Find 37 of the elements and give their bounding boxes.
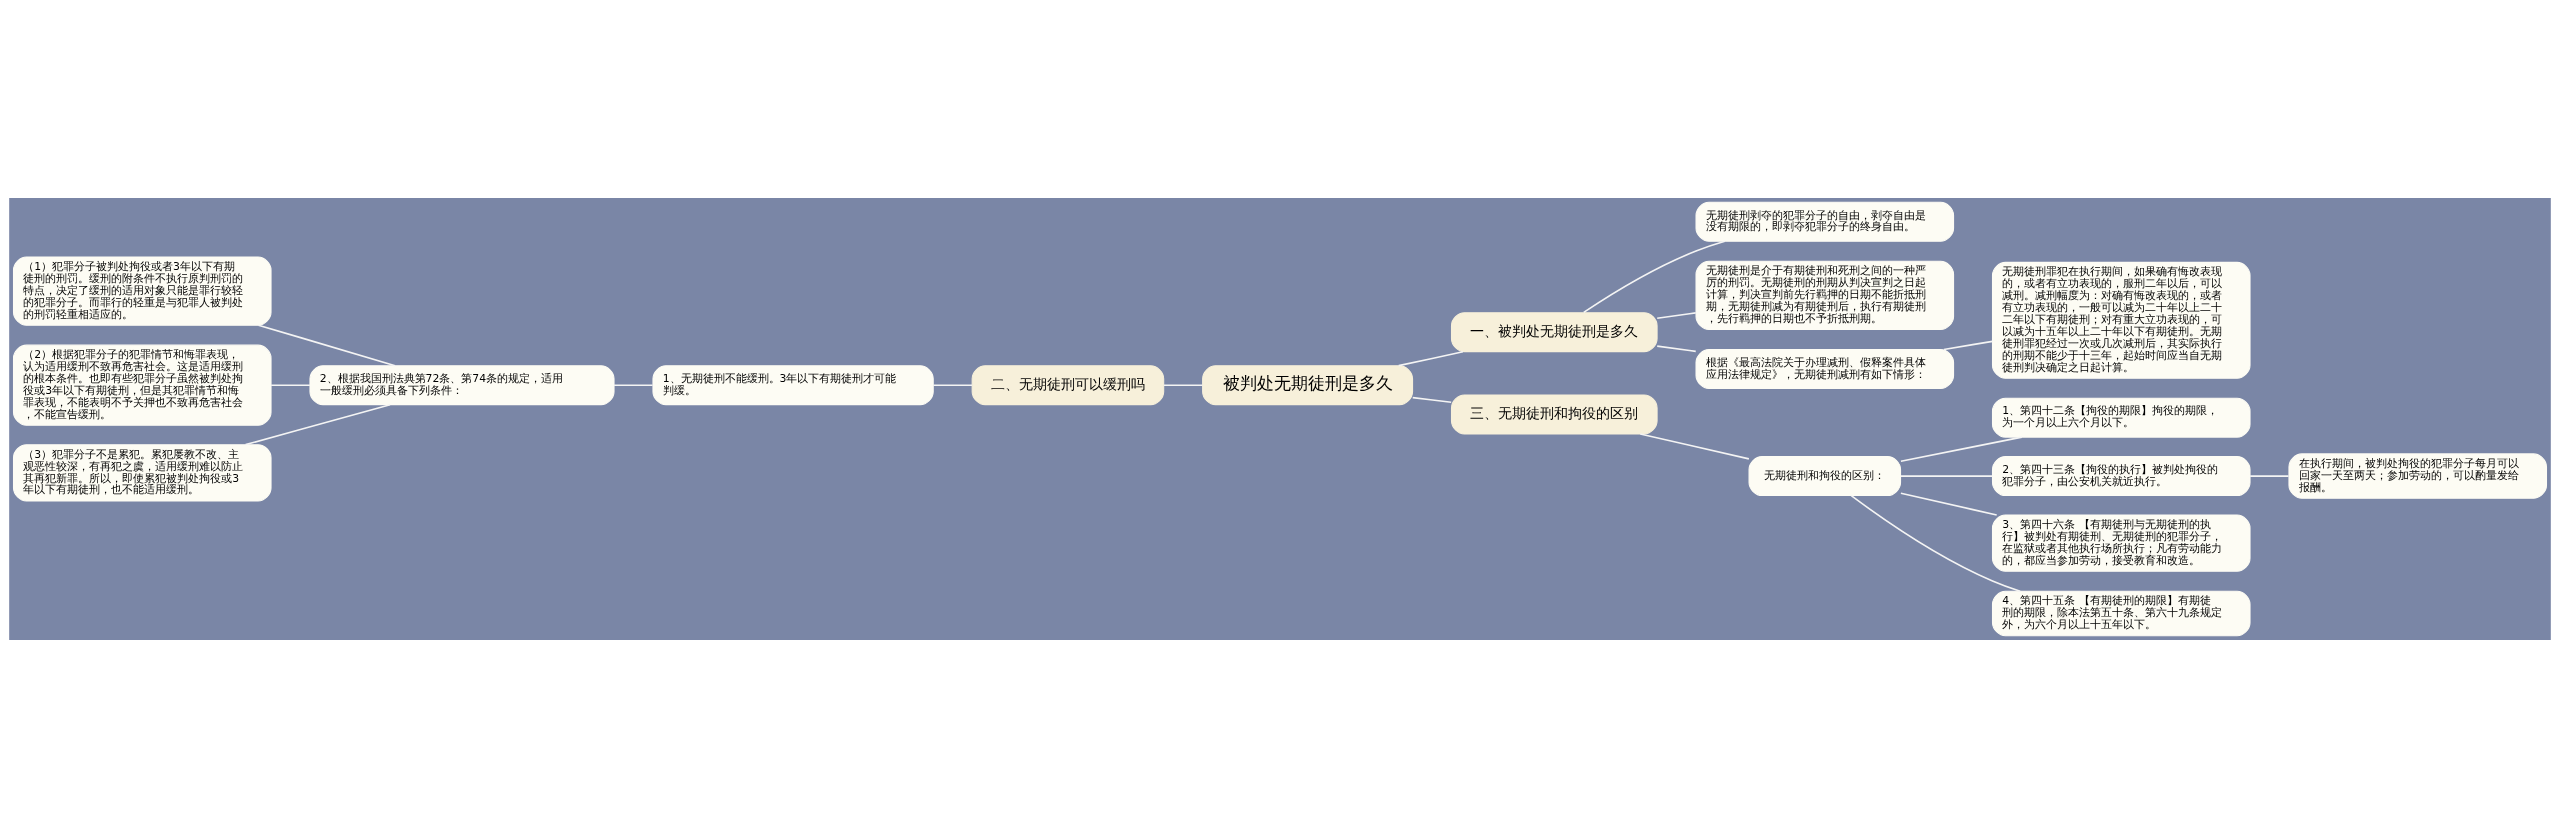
connector: [1900, 435, 2023, 462]
node-box: 无期徒刑和拘役的区别：: [1748, 455, 1902, 496]
node-box: 无期徒刑剥夺的犯罪分子的自由，剥夺自由是没有期限的，即剥夺犯罪分子的终身自由。: [1695, 201, 1955, 242]
node-box: 1、第四十二条【拘役的期限】拘役的期限，为一个月以上六个月以下。: [1991, 397, 2251, 438]
node-box: 被判处无期徒刑是多久: [1202, 364, 1414, 405]
connector: [257, 323, 396, 366]
connector: [244, 403, 391, 445]
connector: [270, 383, 311, 386]
node-box: 根据《最高法院关于办理减刑、假释案件具体应用法律规定》，无期徒刑减刑有如下情形：: [1695, 348, 1955, 389]
node-box: 2、第四十三条【拘役的执行】被判处拘役的犯罪分子，由公安机关就近执行。: [1991, 455, 2251, 496]
connector: [1850, 494, 2021, 592]
connector: [1411, 396, 1452, 403]
node-box: 3、第四十六条 【有期徒刑与无期徒刑的执行】被判处有期徒刑、无期徒刑的犯罪分子，在监狱或者其他执行场所执行；凡有劳动能力的，都应当参加劳动，接受教育和改造。: [1991, 514, 2251, 572]
connector: [1582, 240, 1726, 313]
connector: [1656, 344, 1697, 352]
connector: [1656, 311, 1697, 319]
connector: [1900, 491, 1998, 516]
connector: [1900, 474, 1994, 477]
connector: [1163, 383, 1204, 386]
node-box: 三、无期徒刑和拘役的区别: [1450, 393, 1658, 434]
node-box: （1）犯罪分子被判处拘役或者3年以下有期徒刑的刑罚。缓刑的附条件不执行原判刑罚的特点，决定了缓刑的适用对象只能是罪行较轻的犯罪分子。而罪行的轻重是与犯罪人被判处的刑罚轻重相适应的。: [12, 255, 272, 326]
node-box: 1、无期徒刑不能缓刑。3年以下有期徒刑才可能判缓。: [652, 364, 934, 405]
connector: [1943, 340, 1994, 350]
node-box: （3）犯罪分子不是累犯。累犯屡教不改、主观恶性较深，有再犯之虞，适用缓刑难以防止其再犯新罪。所以，即使累犯被判处拘役或3年以下有期徒刑，也不能适用缓刑。: [12, 443, 272, 501]
connector: [613, 383, 654, 386]
connector: [932, 383, 973, 386]
connector: [1639, 432, 1750, 460]
node-box: 在执行期间，被判处拘役的犯罪分子每月可以回家一天至两天；参加劳动的，可以酌量发给报酬。: [2288, 452, 2548, 499]
node-box: 2、根据我国刑法典第72条、第74条的规定，适用一般缓刑必须具备下列条件：: [309, 364, 615, 405]
node-box: 无期徒刑罪犯在执行期间，如果确有悔改表现的，或者有立功表现的，服刑二年以后，可以减刑。减刑幅度为：对确有悔改表现的，或者有立功表现的，一般可以减为二十年以上二十二年以下有期徒刑；对有重大立功表现的，可以减为十五年以上二十年以下有期徒刑。无期徒刑罪犯经过一次或几次减刑后，其实际执行的刑期不能少于十三年，起始时间应当自无期徒刑判决确定之日起计算。: [1991, 261, 2251, 379]
connector: [2249, 474, 2290, 477]
node-box: （2）根据犯罪分子的犯罪情节和悔罪表现，认为适用缓刑不致再危害社会。这是适用缓刑的根本条件。也即有些犯罪分子虽然被判处拘役或3年以下有期徒刑，但是其犯罪情节和悔罪表现，不能表明不予关押也不致再危害社会，不能宣告缓刑。: [12, 344, 272, 426]
node-box: 4、第四十五条 【有期徒刑的期限】有期徒刑的期限，除本法第五十条、第六十九条规定外，为六个月以上十五年以下。: [1991, 590, 2251, 636]
node-box: 二、无期徒刑可以缓刑吗: [971, 364, 1165, 405]
node-box: 无期徒刑是介于有期徒刑和死刑之间的一种严厉的刑罚。无期徒刑的刑期从判决宣判之日起计算，判决宣判前先行羁押的日期不能折抵刑期，无期徒刑减为有期徒刑后，执行有期徒刑，先行羁押的日期也不予折抵刑期。: [1695, 260, 1955, 330]
node-box: 一、被判处无期徒刑是多久: [1450, 311, 1658, 352]
connector: [1397, 350, 1464, 366]
